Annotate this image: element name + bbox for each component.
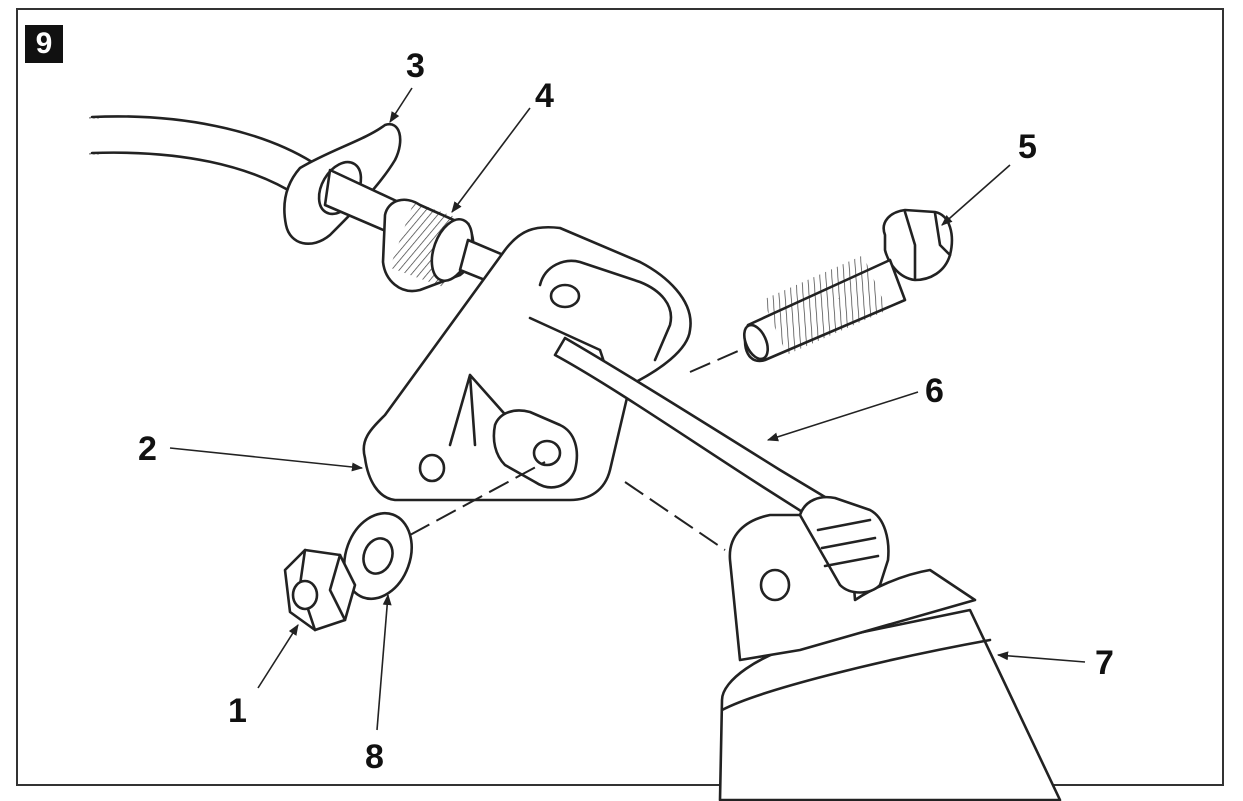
callout-4: 4 [535,77,554,115]
callout-2: 2 [138,430,157,468]
actuator-body [718,495,1062,801]
bolt [742,208,954,363]
leader-4 [451,107,531,213]
figure-number-badge: 9 [25,25,63,63]
callout-6: 6 [925,372,944,410]
leader-7 [996,651,1086,663]
cable-outer: ··· ··· [88,110,314,198]
bolt-alignment-line [689,347,746,373]
callout-7: 7 [1095,644,1114,682]
leader-2 [169,447,364,472]
svg-text:···: ··· [88,110,100,124]
callout-3: 3 [406,47,425,85]
washer [343,511,413,601]
clevis-alignment-line [624,481,726,551]
nut [283,548,357,632]
leader-3 [389,87,413,123]
leader-5 [941,164,1011,226]
leader-6 [766,391,919,442]
svg-text:···: ··· [88,146,100,160]
mounting-bracket [362,225,692,502]
callout-1: 1 [228,692,247,730]
leader-8 [376,593,392,731]
leader-1 [257,624,299,689]
washer-alignment-line [409,461,546,536]
callout-5: 5 [1018,128,1037,166]
callout-8: 8 [365,738,384,776]
